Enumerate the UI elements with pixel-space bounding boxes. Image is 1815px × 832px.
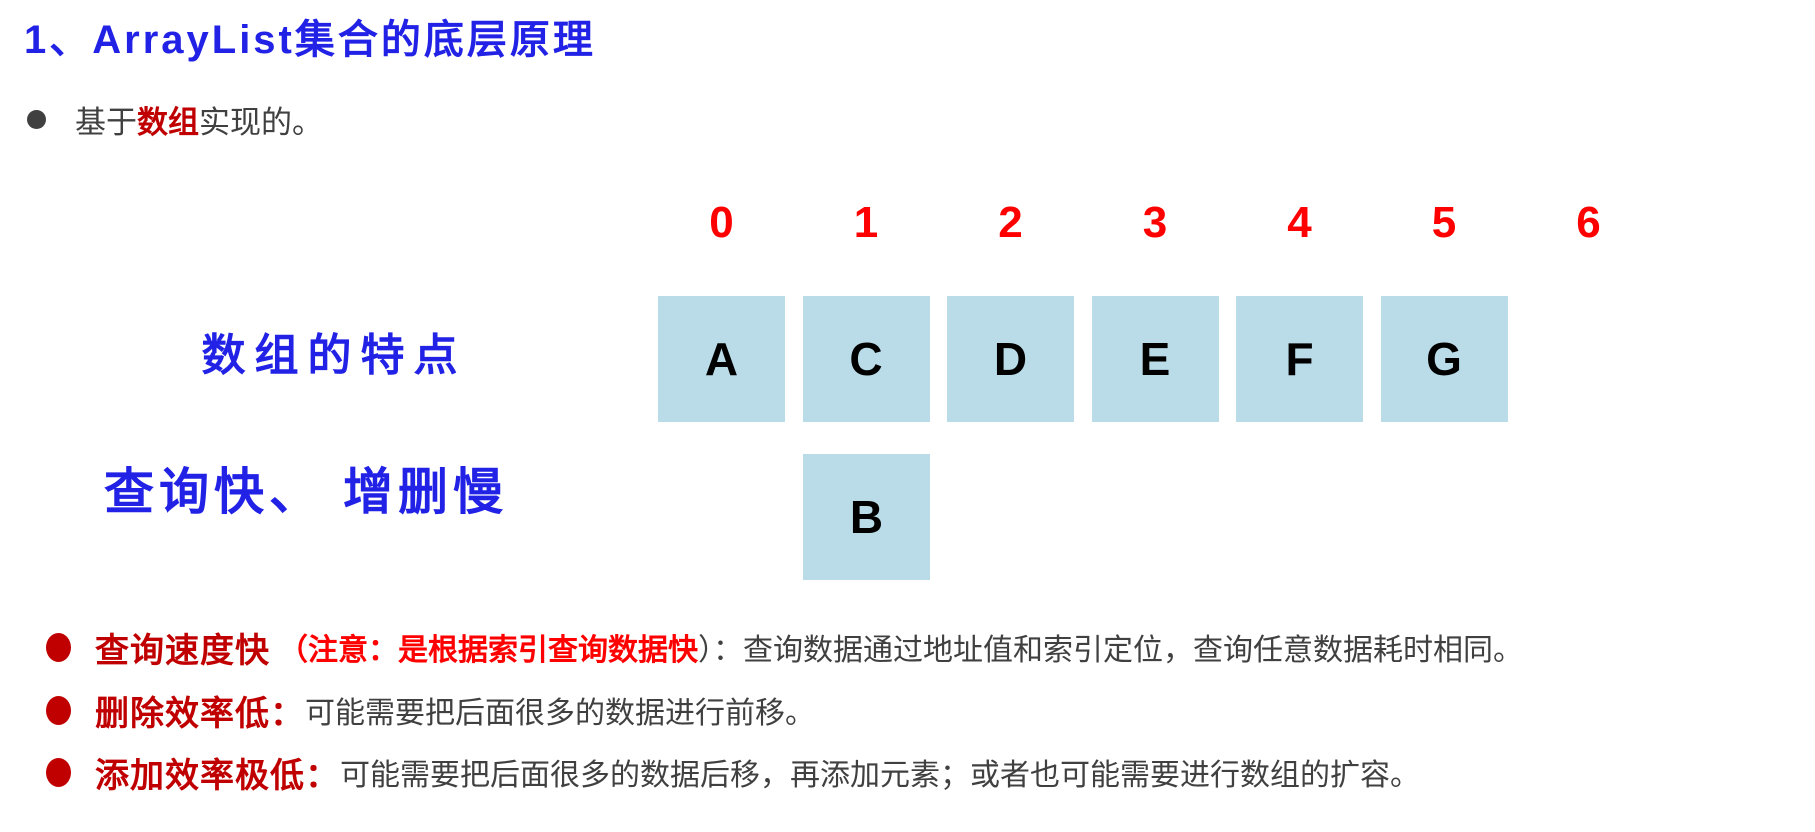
intro-text-prefix: 基于: [75, 104, 137, 140]
array-index-row: 0 1 2 3 4 5 6: [658, 200, 1652, 246]
intro-bullet-line: 基于数组实现的。: [27, 99, 323, 140]
array-cells-row: A C D E F G: [658, 296, 1508, 422]
feature-body: ）：查询数据通过地址值和索引定位，查询任意数据耗时相同。: [698, 634, 1523, 667]
feature-item-add: 添加效率极低： 可能需要把后面很多的数据后移，再添加元素；或者也可能需要进行数组…: [46, 745, 1420, 799]
bullet-dot-icon: [27, 109, 46, 129]
feature-body: 可能需要把后面很多的数据后移，再添加元素；或者也可能需要进行数组的扩容。: [340, 759, 1420, 792]
inserted-cell-b: B: [803, 454, 930, 580]
feature-item-delete: 删除效率低： 可能需要把后面很多的数据进行前移。: [46, 683, 815, 737]
bullet-dot-icon: [46, 695, 71, 725]
index-label-6: 6: [1576, 198, 1601, 247]
bullet-dot-icon: [46, 632, 71, 662]
note-array-traits-text: 数组的特点: [201, 330, 467, 380]
feature-head: 删除效率低：: [95, 694, 305, 733]
index-label-3: 3: [1142, 198, 1168, 247]
index-label-1: 1: [853, 198, 879, 247]
index-label-0: 0: [709, 198, 734, 247]
intro-text-suffix: 实现的。: [199, 104, 323, 140]
array-cell-g: G: [1380, 296, 1508, 422]
array-cell-c: C: [802, 296, 930, 422]
feature-note: （注意：是根据索引查询数据快: [278, 634, 698, 667]
note-query-fast-add-slow-text: 查询快、 增删慢: [104, 464, 508, 520]
array-cell-f: F: [1236, 296, 1363, 422]
note-query-fast-add-slow: 查询快、 增删慢: [67, 449, 545, 527]
feature-item-query: 查询速度快 （注意：是根据索引查询数据快 ）：查询数据通过地址值和索引定位，查询…: [46, 620, 1523, 674]
slide-title: 1、ArrayList集合的底层原理: [24, 18, 596, 62]
bullet-dot-icon: [46, 757, 71, 787]
slide-title-box: 1、ArrayList集合的底层原理: [8, 5, 632, 67]
note-array-traits: 数组的特点: [177, 316, 491, 385]
feature-head: 添加效率极低：: [95, 756, 340, 795]
intro-text-highlight: 数组: [137, 104, 199, 140]
index-label-2: 2: [998, 198, 1023, 247]
feature-head: 查询速度快: [95, 631, 270, 670]
array-cell-a: A: [658, 296, 785, 422]
array-cell-e: E: [1091, 296, 1219, 422]
array-cell-d: D: [947, 296, 1074, 422]
feature-body: 可能需要把后面很多的数据进行前移。: [305, 697, 815, 730]
index-label-5: 5: [1431, 198, 1457, 247]
index-label-4: 4: [1287, 198, 1312, 247]
